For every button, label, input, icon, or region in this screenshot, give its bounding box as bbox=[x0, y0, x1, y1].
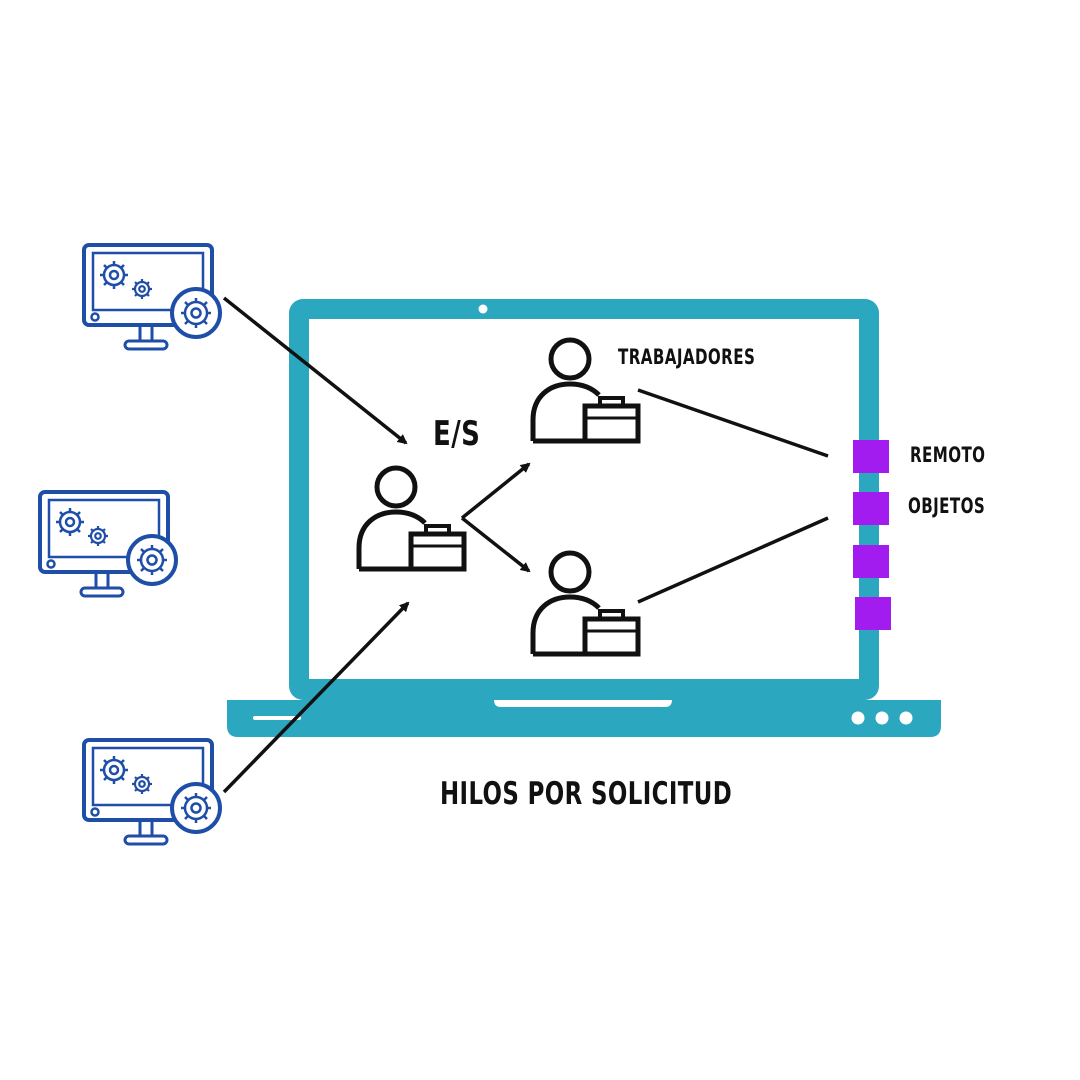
arrow-io-to-worker-bottom bbox=[460, 516, 531, 573]
arrow-client3-to-io bbox=[222, 601, 410, 794]
line-worker-bottom-to-remote bbox=[637, 516, 829, 604]
remote-label: REMOTO bbox=[910, 443, 986, 467]
laptop-led-3 bbox=[899, 711, 913, 725]
arrow-io-to-worker-top bbox=[460, 462, 531, 520]
objects-label: OBJETOS bbox=[908, 494, 986, 518]
client-monitor-icon-1 bbox=[82, 243, 222, 351]
remote-object-4 bbox=[855, 597, 891, 630]
client-monitor-icon-3 bbox=[82, 738, 222, 846]
laptop-slot bbox=[253, 716, 301, 720]
client-monitor-icon-2 bbox=[38, 490, 178, 598]
laptop bbox=[227, 299, 941, 737]
laptop-camera bbox=[478, 304, 488, 314]
io-label: E/S bbox=[433, 414, 481, 454]
remote-object-2 bbox=[853, 492, 889, 525]
laptop-led-2 bbox=[875, 711, 889, 725]
remote-object-3 bbox=[853, 545, 889, 578]
arrow-client1-to-io bbox=[222, 296, 408, 445]
diagram-title: HILOS POR SOLICITUD bbox=[440, 776, 733, 812]
line-worker-top-to-remote bbox=[637, 388, 829, 458]
laptop-touchpad-notch bbox=[494, 700, 672, 707]
remote-object-1 bbox=[853, 440, 889, 473]
workers-label: TRABAJADORES bbox=[618, 345, 756, 369]
laptop-base bbox=[227, 700, 941, 737]
laptop-led-1 bbox=[851, 711, 865, 725]
